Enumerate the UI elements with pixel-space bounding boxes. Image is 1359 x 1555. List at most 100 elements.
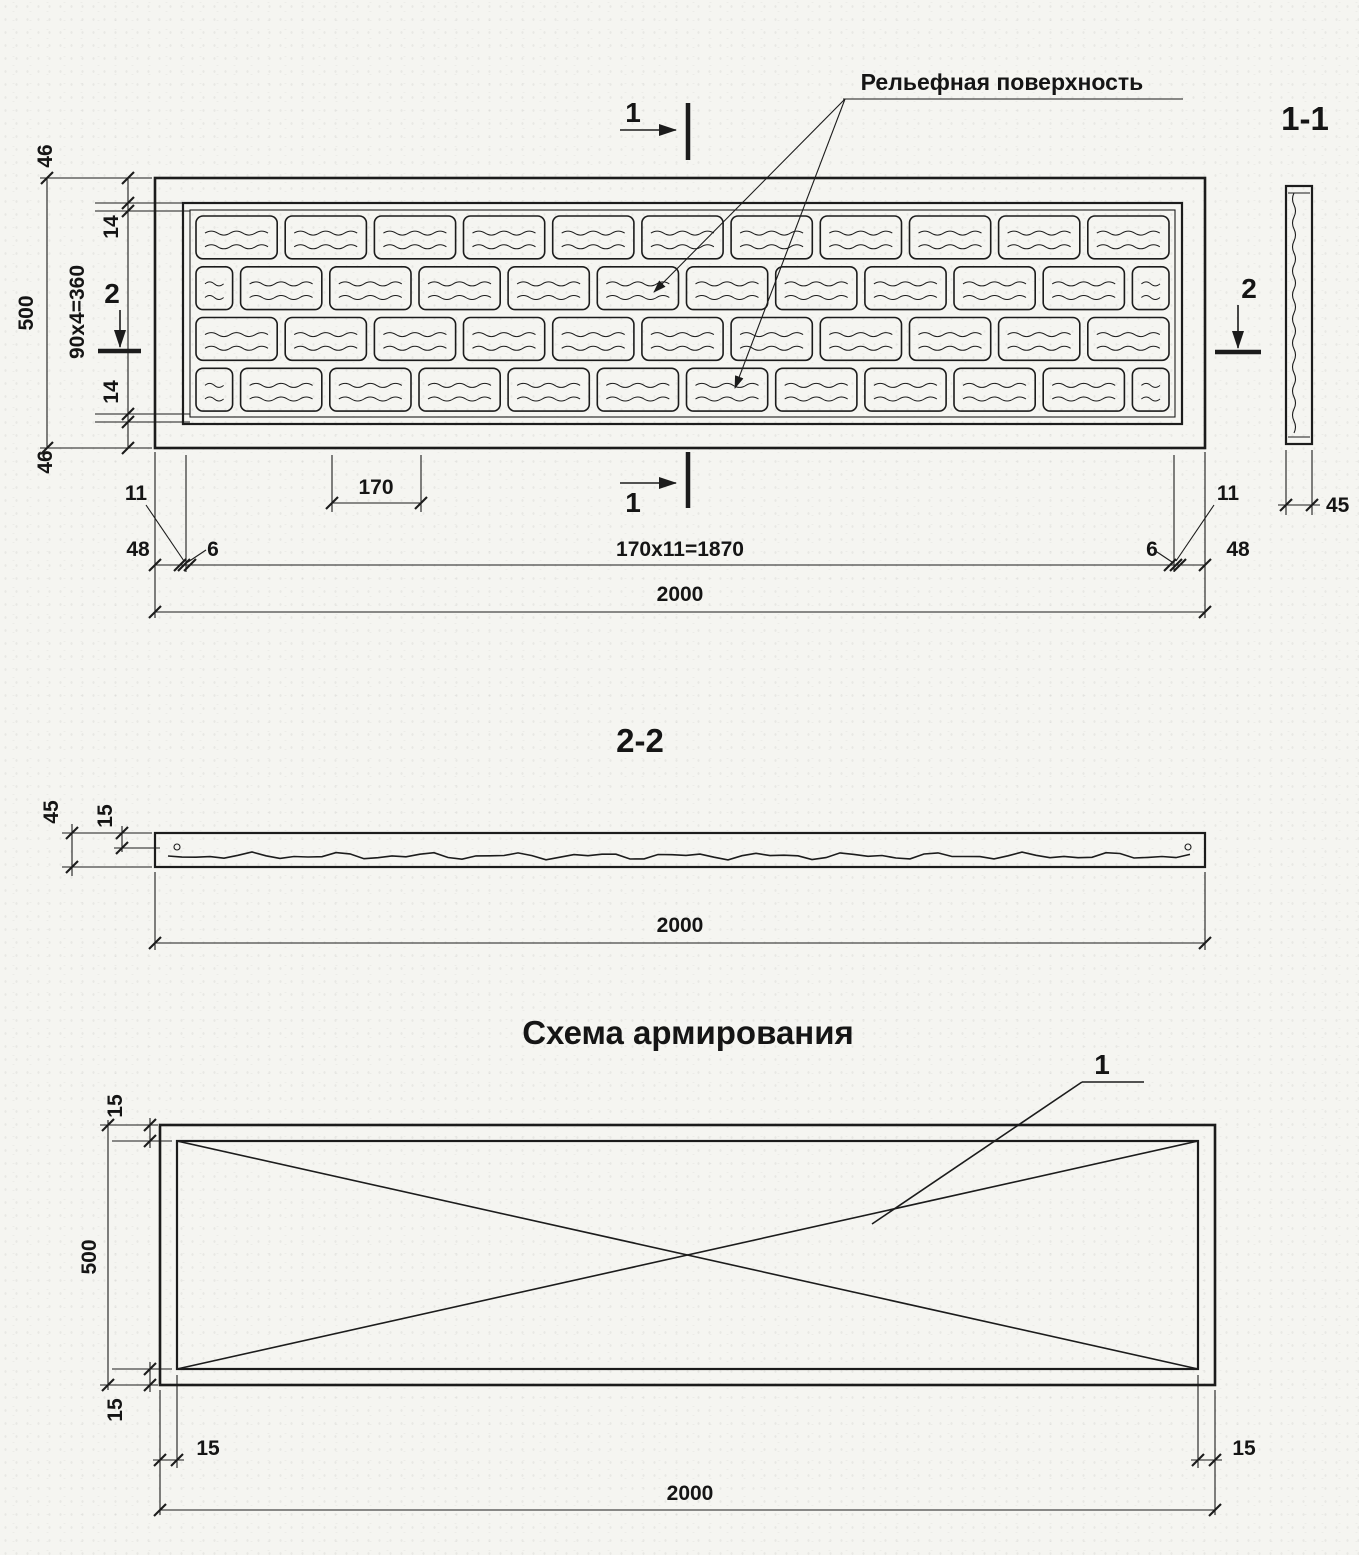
dim-tick <box>121 196 135 210</box>
relief-wave <box>1096 345 1161 351</box>
dim-tick <box>40 171 54 185</box>
relief-wave <box>427 396 492 402</box>
relief-wave <box>338 396 403 402</box>
dimension-ticks <box>40 171 1319 1517</box>
relief-wave <box>1007 332 1071 338</box>
dim-tick <box>414 496 428 510</box>
dim-tick <box>148 558 162 572</box>
relief-wave <box>650 345 715 351</box>
dim-tick <box>170 1453 184 1467</box>
relief-brick <box>908 215 992 260</box>
relief-wave <box>606 295 670 300</box>
relief-wave <box>650 332 715 338</box>
relief-wave <box>650 244 715 250</box>
dim-170: 170 <box>358 476 393 499</box>
relief-brick <box>730 215 814 260</box>
relief-brick <box>997 215 1081 260</box>
dim-tick <box>115 826 129 840</box>
relief-brick <box>1087 316 1170 362</box>
section-1-1-view: 1-1 45 <box>1281 100 1350 517</box>
relief-wave <box>873 281 938 287</box>
relief-wave <box>561 230 625 236</box>
relief-wave <box>1141 295 1161 300</box>
dim-tick <box>121 204 135 218</box>
dim-48-right: 48 <box>1226 538 1250 561</box>
relief-wave <box>383 244 447 250</box>
dim-2000-section22: 2000 <box>657 914 704 937</box>
section-2-2-anchor-left <box>173 843 181 851</box>
relief-wave <box>1141 382 1161 388</box>
relief-wave <box>1141 281 1161 287</box>
section-1-1-title: 1-1 <box>1281 100 1329 137</box>
panel-outline <box>153 176 1207 450</box>
relief-wave <box>561 244 625 250</box>
relief-wave <box>338 382 403 388</box>
dim-tick <box>101 1378 115 1392</box>
reinforcement-outline <box>158 1123 1217 1387</box>
relief-wave <box>829 230 893 236</box>
dim-tick <box>115 841 129 855</box>
relief-wave <box>1051 396 1116 402</box>
relief-wave <box>606 382 670 388</box>
plan-view <box>153 176 1207 450</box>
dim-14-top: 14 <box>100 215 123 239</box>
relief-brick <box>507 367 591 412</box>
relief-brick <box>774 265 858 311</box>
relief-wave <box>472 244 536 250</box>
cut-marks: 1 1 2 2 <box>98 97 1261 518</box>
relief-wave <box>739 332 804 338</box>
relief-wave <box>962 295 1027 300</box>
dim-46-bottom: 46 <box>34 450 57 473</box>
dim-tick <box>121 441 135 455</box>
cut-label-1-top: 1 <box>625 97 641 128</box>
relief-brick <box>239 265 323 311</box>
section-2-2-anchor-right <box>1184 843 1192 851</box>
relief-wave <box>204 396 224 402</box>
rebar-leader-line <box>871 1081 1083 1225</box>
relief-brick <box>864 367 947 412</box>
dim-tick <box>177 558 191 572</box>
rebar-mark-label: 1 <box>1094 1049 1110 1080</box>
relief-brick <box>819 215 903 260</box>
dim-line <box>1153 549 1173 563</box>
relief-wave <box>338 281 403 287</box>
relief-wave <box>293 230 358 236</box>
relief-wave <box>561 345 625 351</box>
relief-brick <box>1042 265 1126 311</box>
dim-tick <box>1191 1453 1205 1467</box>
relief-brick <box>373 316 457 362</box>
relief-brick <box>1131 367 1170 412</box>
dim-tick <box>121 407 135 421</box>
relief-brick <box>997 316 1081 362</box>
relief-brick <box>551 215 635 260</box>
section-2-2-view: 2-2 45 15 2000 <box>40 722 1207 937</box>
dim-line <box>187 549 207 563</box>
dim-tick <box>1198 558 1212 572</box>
relief-border-inner <box>189 209 1176 418</box>
dim-6-left: 6 <box>207 538 219 561</box>
relief-wave <box>561 332 625 338</box>
relief-brick <box>819 316 903 362</box>
relief-wave <box>1007 230 1071 236</box>
relief-brick <box>641 316 724 362</box>
relief-brick <box>195 367 234 412</box>
dim-tick <box>153 1503 167 1517</box>
relief-brick <box>1087 215 1170 260</box>
brick-grid <box>195 215 1170 412</box>
dim-500-plan: 500 <box>15 295 38 330</box>
dim-line <box>145 504 185 562</box>
relief-wave <box>784 382 848 388</box>
dim-tick <box>65 860 79 874</box>
cut-label-2-left: 2 <box>104 278 120 309</box>
dim-500-reinf: 500 <box>78 1239 101 1274</box>
relief-brick <box>418 367 501 412</box>
relief-wave <box>249 281 313 287</box>
relief-brick <box>641 215 724 260</box>
relief-brick <box>730 316 814 362</box>
dim-46-top: 46 <box>34 144 57 167</box>
dimension-lines <box>40 177 1320 1515</box>
dim-15-reinf-right: 15 <box>1232 1437 1256 1460</box>
relief-wave <box>1096 244 1161 250</box>
